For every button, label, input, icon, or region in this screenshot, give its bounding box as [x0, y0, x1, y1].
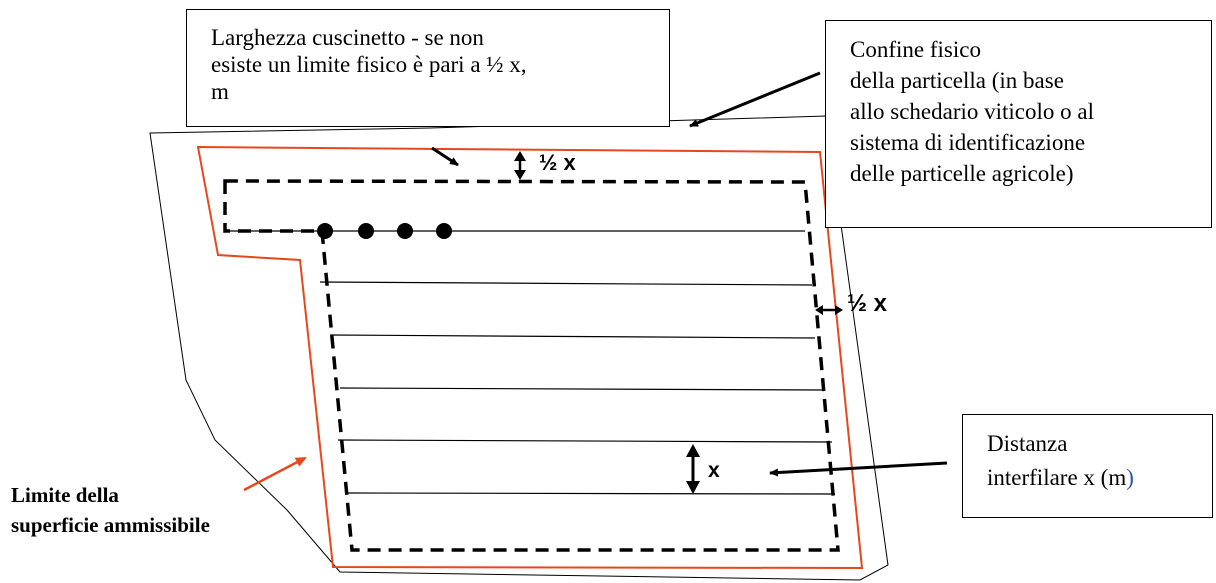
half-x-right-dimension [815, 305, 843, 315]
half-x-right-label: ½ x [847, 290, 888, 317]
row-spacing-line-1: Distanza [987, 431, 1068, 456]
physical-boundary-line-3: allo schedario viticolo o al [850, 99, 1094, 124]
physical-boundary-line-1: Confine fisico [850, 37, 981, 62]
x-dimension [686, 444, 700, 494]
row-spacing-paren: ) [1126, 465, 1134, 490]
vine-row [319, 281, 813, 286]
row-spacing-line-2: interfilare x (m) [987, 461, 1212, 495]
buffer-dashed-outline [223, 179, 840, 552]
half-x-top-dimension [514, 151, 526, 180]
vine-row [337, 439, 833, 443]
vine-row [329, 334, 816, 339]
buffer-width-line-2: esiste un limite fisico è pari a ½ x, [211, 52, 527, 77]
pointer-arrow-larghezza [431, 146, 459, 167]
buffer-width-callout: Larghezza cuscinetto - se non esiste un … [186, 9, 670, 127]
physical-boundary-line-4: sistema di identificazione [850, 130, 1086, 155]
row-spacing-callout: Distanza interfilare x (m) [962, 414, 1213, 518]
pointer-arrow-distanza [769, 461, 948, 477]
vine-plants [317, 223, 452, 239]
half-x-top-label: ½ x [539, 150, 576, 175]
pointer-arrow-confine [689, 71, 821, 128]
buffer-width-line-3: m [211, 79, 229, 104]
physical-boundary-callout: Confine fisico della particella (in base… [825, 20, 1212, 228]
eligible-area-label-line-2: superficie ammissibile [11, 513, 210, 537]
buffer-width-line-1: Larghezza cuscinetto - se non [211, 25, 484, 50]
vine-plant [317, 223, 333, 239]
eligible-area-label: Limite della superficie ammissibile [11, 480, 301, 540]
vine-row [339, 387, 823, 391]
vine-row [346, 492, 836, 495]
x-label: x [708, 459, 720, 482]
physical-boundary-line-2: della particella (in base [850, 68, 1064, 93]
eligible-area-boundary [196, 145, 864, 570]
pointer-arrow-limite [243, 456, 307, 492]
eligible-area-label-line-1: Limite della [11, 483, 119, 507]
physical-boundary-line-5: delle particelle agricole) [850, 161, 1074, 186]
vine-plant [397, 223, 413, 239]
vine-plant [436, 223, 452, 239]
vine-plant [358, 223, 374, 239]
vine-rows [225, 230, 836, 495]
row-spacing-text: interfilare x (m [987, 465, 1127, 490]
